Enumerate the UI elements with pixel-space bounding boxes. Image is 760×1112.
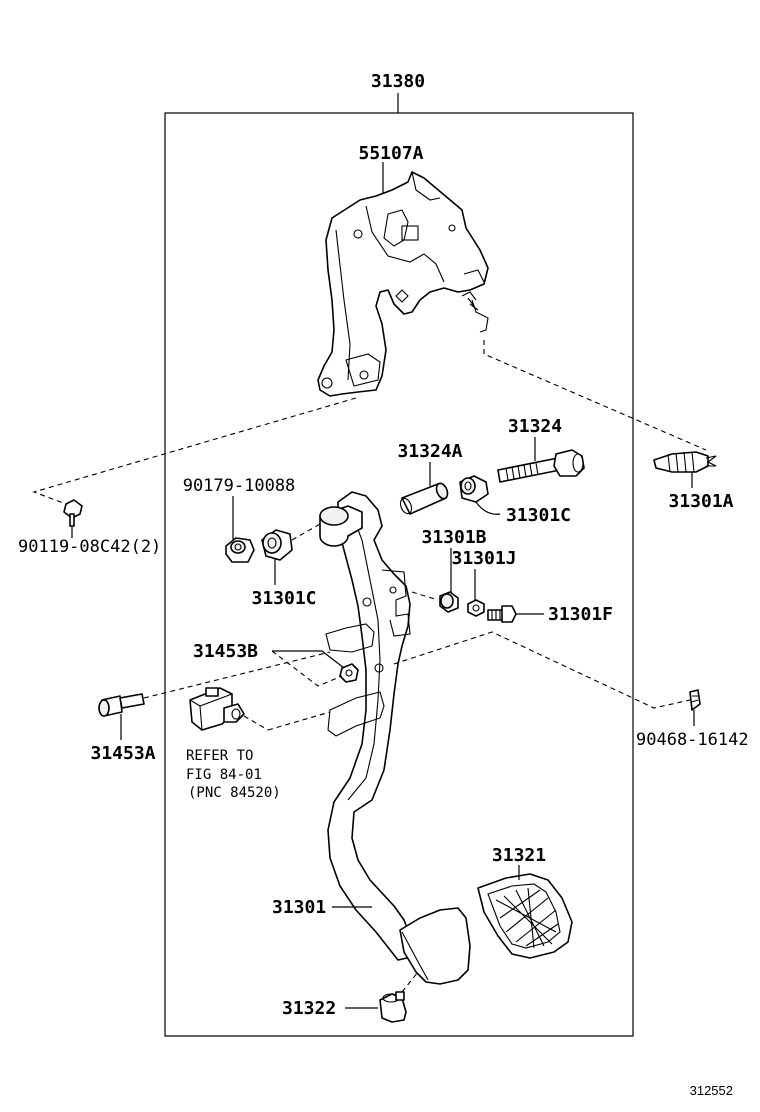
label-clip-a: 31301A [668, 491, 733, 512]
collar-part [399, 482, 449, 515]
switch-part [189, 687, 245, 731]
assembly-frame [164, 112, 634, 1037]
label-switch-pin: 31453A [90, 743, 155, 764]
note-line-2: FIG 84-01 [186, 767, 262, 783]
label-bush-b: 31301B [421, 527, 486, 548]
label-pad: 31321 [492, 845, 546, 866]
bush-c-right-part [459, 475, 489, 503]
bush-c-left-part [261, 529, 293, 561]
stopper-part [379, 991, 407, 1023]
label-collar: 31324A [397, 441, 462, 462]
switch-bush-dash [271, 650, 343, 687]
nut-part [225, 537, 255, 563]
pivot-boss [319, 505, 363, 547]
label-bush-j: 31301J [451, 548, 516, 569]
label-bolt: 90119-08C42(2) [18, 537, 161, 557]
clip-right-part [689, 689, 701, 711]
label-bracket: 55107A [358, 143, 423, 164]
label-assembly: 31380 [371, 71, 425, 92]
pivot-dash [291, 523, 321, 541]
clip-a-part [653, 451, 717, 473]
bolt-dash [32, 397, 357, 505]
label-nut: 90179-10088 [183, 476, 296, 496]
clip-right-dash [393, 631, 691, 709]
pedal-plate [399, 907, 471, 985]
bush-b-dash [411, 591, 439, 601]
stopper-dash [401, 971, 419, 993]
bush-c-right-leader [475, 501, 501, 515]
bolt-part [63, 499, 83, 527]
switch-pin-dash [143, 651, 331, 699]
label-stopper: 31322 [282, 998, 336, 1019]
label-pedal: 31301 [272, 897, 326, 918]
pad-part [477, 873, 573, 959]
label-stopper-bolt: 31324 [508, 416, 562, 437]
screw-f-part [487, 605, 517, 623]
label-switch-bush: 31453B [193, 641, 258, 662]
bracket-part [317, 171, 489, 397]
pedal-arm-part [325, 491, 417, 961]
switch-dash-2 [267, 711, 331, 731]
label-clip-right: 90468-16142 [636, 730, 749, 750]
switch-bush-leader [272, 650, 345, 669]
bush-b-part [439, 591, 459, 613]
switch-dash [243, 715, 269, 731]
clip-a-dash [483, 340, 707, 451]
note-line-3: (PNC 84520) [188, 785, 281, 801]
bush-j-part [467, 599, 485, 617]
label-bush-c-left: 31301C [251, 588, 316, 609]
switch-pin-part [98, 693, 145, 717]
stopper-bolt-part [497, 449, 585, 483]
figure-id: 312552 [690, 1083, 733, 1098]
switch-bush-part [339, 663, 359, 683]
label-screw-f: 31301F [548, 604, 613, 625]
label-bush-c-right: 31301C [506, 505, 571, 526]
note-line-1: REFER TO [186, 748, 253, 764]
